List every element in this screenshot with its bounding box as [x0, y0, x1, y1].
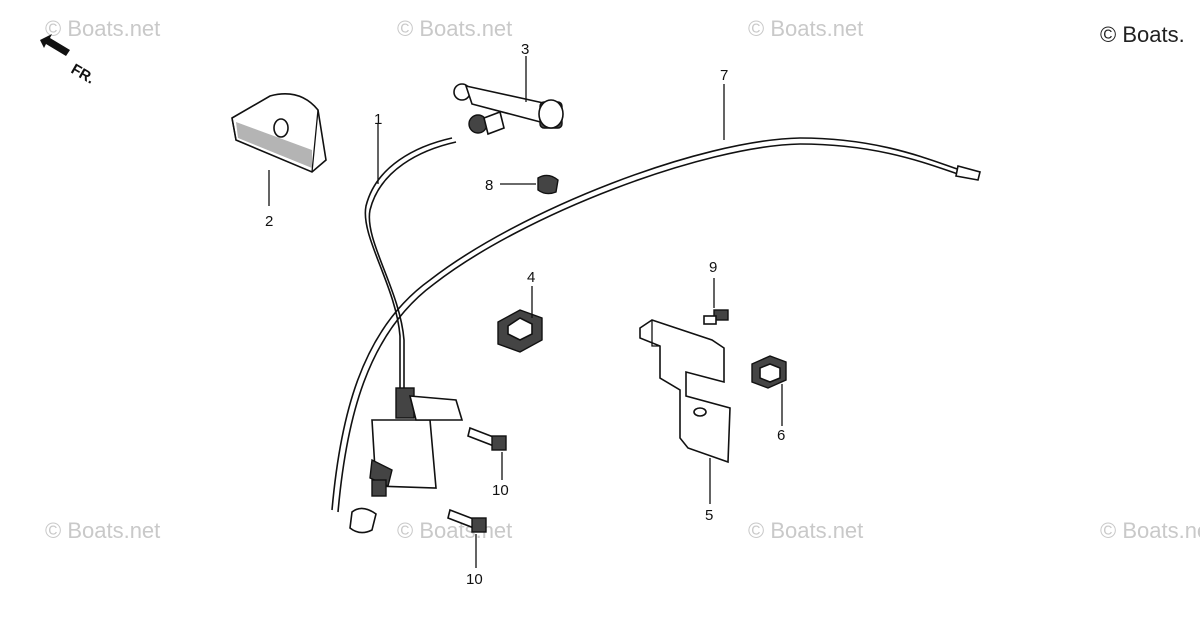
watermark-top-left: © Boats.net	[45, 16, 160, 41]
part-8-clip	[500, 174, 559, 195]
part-1-ignition-coil	[364, 124, 464, 497]
part-9-bolt	[703, 278, 729, 325]
callout-3: 3	[521, 41, 529, 58]
callout-8: 8	[485, 177, 493, 194]
part-7-wire	[331, 84, 981, 534]
part-2-cushion	[231, 93, 327, 206]
watermark-top-right: © Boats.net	[748, 16, 863, 41]
callout-1: 1	[374, 111, 382, 128]
callouts: 1 2 3 4 5 6 7 8 9 10 10	[265, 41, 785, 588]
callout-6: 6	[777, 427, 785, 444]
part-10-bolt-upper	[467, 426, 507, 480]
callout-2: 2	[265, 213, 273, 230]
part-5-bracket	[639, 319, 731, 504]
part-6-clamp	[751, 355, 787, 426]
callout-9: 9	[709, 259, 717, 276]
watermark-bottom-center: © Boats.net	[397, 518, 512, 543]
callout-5: 5	[705, 507, 713, 524]
callout-4: 4	[527, 269, 535, 286]
watermark-bottom-corner: © Boats.net	[1100, 518, 1200, 543]
watermark-corner: © Boats.	[1100, 22, 1185, 47]
direction-arrow-icon	[40, 34, 70, 56]
part-3-plug-cap	[453, 56, 564, 136]
part-10-bolt-lower	[447, 508, 487, 568]
callout-10-lower: 10	[466, 571, 483, 588]
watermark-bottom-right: © Boats.net	[748, 518, 863, 543]
part-4-grommet	[497, 286, 543, 353]
watermark-top-center: © Boats.net	[397, 16, 512, 41]
callout-10-upper: 10	[492, 482, 509, 499]
watermark-bottom-left: © Boats.net	[45, 518, 160, 543]
direction-label: FR.	[68, 61, 97, 88]
callout-7: 7	[720, 67, 728, 84]
front-direction-indicator: FR.	[40, 34, 97, 88]
watermarks: © Boats.net © Boats.net © Boats.net © Bo…	[45, 16, 1200, 543]
